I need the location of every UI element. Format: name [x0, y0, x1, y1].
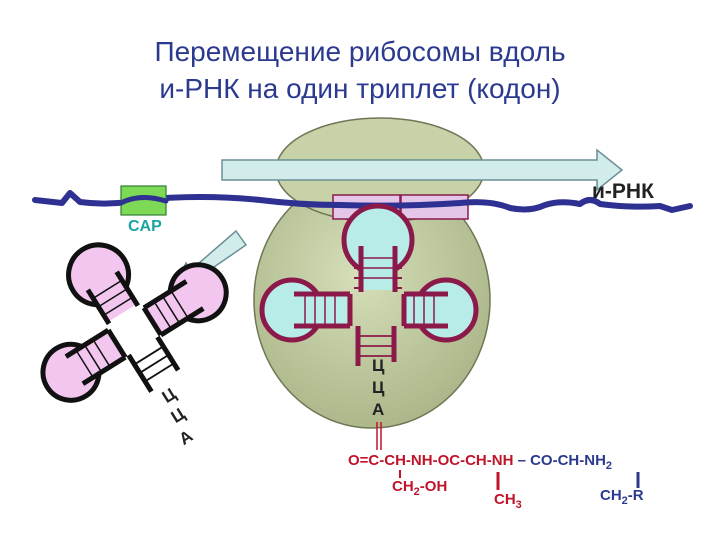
- r-side-r: -R: [627, 487, 644, 504]
- serine-side-oh: -OH: [419, 478, 448, 495]
- anticodon-center-2: Ц: [372, 378, 385, 397]
- alanine-side-sub: 3: [515, 499, 522, 511]
- r-side-chain: CH2-R: [600, 487, 644, 507]
- r-side-ch: CH: [600, 487, 622, 504]
- anticodon-center-3: А: [372, 400, 385, 419]
- title-line-2: и-РНК на один триплет (кодон): [159, 73, 561, 104]
- peptide-tail: – CO-CH-NH: [513, 452, 606, 469]
- serine-carbonyl: O=C-CH-: [348, 452, 411, 469]
- title-line-1: Перемещение рибосомы вдоль: [154, 36, 566, 67]
- peptide-tail-sub: 2: [605, 460, 613, 472]
- peptide-chain: O=C-CH-NH-OC-CH-NH – CO-CH-NH2: [348, 452, 612, 472]
- mrna-label: и-РНК: [592, 180, 654, 203]
- trna-left: [40, 242, 229, 403]
- anticodon-center-1: Ц: [372, 356, 385, 375]
- peptide-bonds: NH-OC-CH-NH: [410, 452, 514, 469]
- movement-arrow: [221, 148, 624, 192]
- cap-wave: [118, 195, 169, 206]
- serine-side-chain: CH2-OH: [392, 478, 447, 498]
- serine-side-ch: CH: [392, 478, 414, 495]
- serine-side-sub: 2: [413, 486, 420, 498]
- cap-label: CAP: [128, 218, 162, 235]
- alanine-side-ch: CH: [494, 491, 516, 508]
- mrna-strand: [32, 190, 693, 213]
- alanine-side-chain: CH3: [494, 491, 522, 511]
- r-side-sub: 2: [621, 495, 628, 507]
- trna-center: [259, 203, 479, 450]
